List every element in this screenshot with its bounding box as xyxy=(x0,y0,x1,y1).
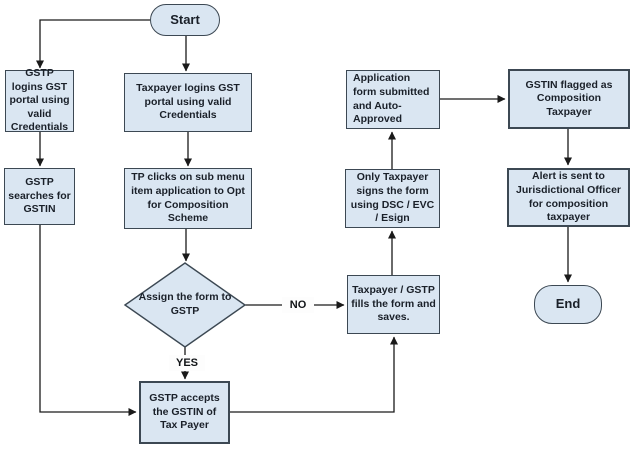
node-gstp-accepts: GSTP accepts the GSTIN of Tax Payer xyxy=(139,381,230,444)
node-assign-decision: Assign the form to GSTP xyxy=(138,291,232,317)
node-alert-officer: Alert is sent to Jurisdictional Officer … xyxy=(507,168,630,227)
connector-start-to-gstp-login xyxy=(36,19,150,69)
connector-gstp-accepts-to-fills-form xyxy=(230,336,398,413)
node-tp-clicks: TP clicks on sub menu item application t… xyxy=(124,168,252,229)
node-fills-form: Taxpayer / GSTP fills the form and saves… xyxy=(347,275,440,334)
node-app-submitted: Application form submitted and Auto-Appr… xyxy=(346,70,440,129)
node-taxpayer-signs: Only Taxpayer signs the form using DSC /… xyxy=(345,169,440,228)
connector-gstp-search-to-gstp-accepts xyxy=(39,225,137,416)
node-end: End xyxy=(534,285,602,324)
node-gstp-search: GSTP searches for GSTIN xyxy=(4,168,75,225)
node-taxpayer-login: Taxpayer logins GST portal using valid C… xyxy=(124,73,252,132)
decision-diamond-shape xyxy=(123,262,247,348)
edge-label-no: NO xyxy=(282,297,314,313)
node-start: Start xyxy=(150,4,220,36)
node-gstp-login: GSTP logins GST portal using valid Crede… xyxy=(5,67,74,133)
edge-label-yes: YES xyxy=(169,355,205,371)
node-gstin-flagged: GSTIN flagged as Composition Taxpayer xyxy=(508,69,630,129)
